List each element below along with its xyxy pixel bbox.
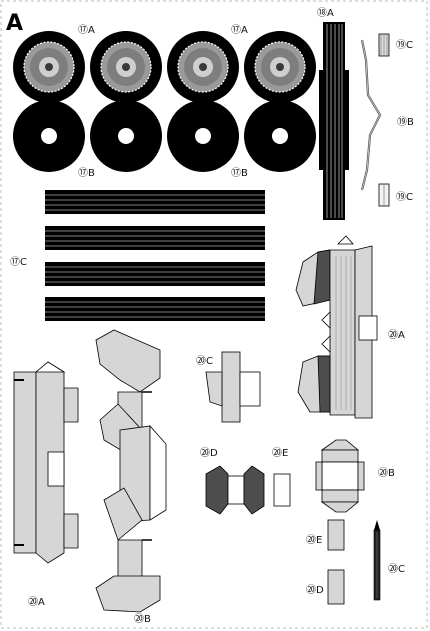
label-part-d-bottom: ⑳D [306,584,324,596]
wheel-disc-4 [244,100,316,172]
hub-cap-bottom [378,183,390,207]
label-frame-b: ⑳B [134,613,151,625]
axle-wire-highlight [361,39,381,191]
wheel-rim-1 [13,31,85,103]
frame-part-a [13,361,79,564]
label-axle-b: ⑲B [397,116,414,128]
sheet-letter: A [6,11,23,36]
label-body-a: ⑳A [388,329,405,341]
strip-2 [45,226,265,250]
label-part-c-mid: ⑳C [196,355,213,367]
label-part-e-bottom: ⑳E [306,534,322,546]
wheel-disc-2 [90,100,162,172]
part-d-bottom [327,569,345,605]
part-b-box [315,439,365,513]
strip-4 [45,297,265,321]
part-c-mid [205,351,261,423]
wheel-a-group [13,31,316,103]
label-part-d-dark: ⑳D [200,447,218,459]
label-part-c-pin: ⑳C [388,563,405,575]
wheel-b-group [13,100,316,172]
strip-3 [45,262,265,286]
part-e-bottom [327,519,345,551]
wheel-rim-3 [167,31,239,103]
wheel-disc-1 [13,100,85,172]
label-hub-c-bottom: ⑲C [396,191,413,203]
wheel-rim-2 [90,31,162,103]
part-e-small [273,473,291,507]
label-tread-a: ⑱A [317,7,334,19]
label-frame-a: ⑳A [28,596,45,608]
tread-strip [319,22,349,220]
label-wheel-a-left: ⑰A [78,24,95,36]
frame-part-b [95,329,167,613]
label-strip-c: ⑰C [10,256,27,268]
wheel-rim-4 [244,31,316,103]
wheel-disc-3 [167,100,239,172]
label-hub-c-top: ⑲C [396,39,413,51]
body-part-a [295,235,378,419]
label-wheel-b-left: ⑰B [78,167,95,179]
hub-cap-top [378,33,390,57]
label-wheel-b-right: ⑰B [231,167,248,179]
axle-wire [360,39,382,191]
part-c-pin [373,520,381,601]
label-wheel-a-right: ⑰A [231,24,248,36]
label-part-e-small: ⑳E [272,447,288,459]
strip-1 [45,190,265,214]
label-part-b-box: ⑳B [378,467,395,479]
part-d-dark [205,465,265,515]
